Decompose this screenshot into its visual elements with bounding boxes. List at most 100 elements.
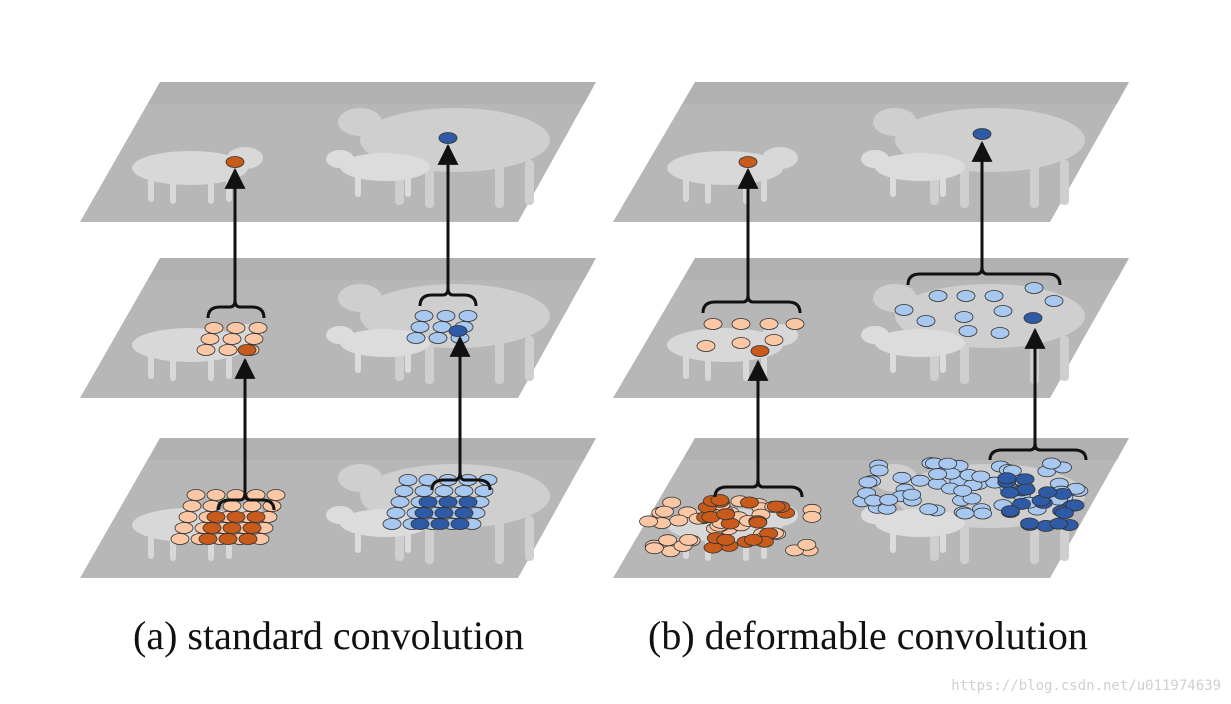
sampling-point-blue — [956, 290, 976, 302]
sampling-point-blue — [438, 132, 458, 144]
panel-a-top-plane — [80, 82, 596, 222]
sampling-point-orange — [202, 522, 222, 534]
sampling-point-blue — [973, 507, 993, 520]
sampling-point-orange — [242, 500, 262, 512]
sampling-point-blue — [984, 290, 1004, 302]
sampling-point-orange — [225, 156, 245, 168]
sampling-point-blue — [1044, 295, 1064, 307]
sampling-point-blue — [390, 496, 410, 508]
sampling-point-orange — [785, 318, 805, 330]
sampling-point-blue — [928, 290, 948, 302]
sampling-point-orange — [226, 322, 246, 334]
sampling-point-orange — [679, 533, 699, 546]
panel-a-standard — [80, 82, 596, 578]
sampling-point-orange — [743, 533, 763, 546]
panel-a-arrows — [206, 143, 492, 511]
sampling-point-blue — [1015, 473, 1035, 486]
sampling-point-orange — [710, 494, 730, 506]
sampling-point-orange — [669, 514, 689, 527]
sampling-point-blue — [1065, 499, 1085, 512]
sampling-point-orange — [238, 533, 258, 545]
sampling-point-blue — [430, 518, 450, 530]
sampling-point-blue — [436, 310, 456, 322]
sampling-point-blue — [398, 474, 418, 486]
sampling-point-orange — [178, 511, 198, 523]
sampling-point-blue — [1049, 517, 1069, 530]
sampling-point-orange — [738, 156, 758, 168]
caption-standard-convolution: (a) standard convolution — [133, 613, 524, 658]
sampling-point-blue — [993, 305, 1013, 317]
sampling-point-blue — [919, 503, 939, 516]
sampling-point-blue — [454, 485, 474, 497]
sampling-point-blue — [394, 485, 414, 497]
sampling-point-blue — [454, 507, 474, 519]
bracket-a-orange-mid — [206, 299, 266, 319]
sampling-point-blue — [1024, 282, 1044, 294]
sampling-point-blue — [410, 321, 430, 333]
sampling-point-orange — [696, 340, 716, 352]
sampling-point-blue — [953, 484, 973, 497]
sampling-point-blue — [458, 310, 478, 322]
sampling-point-orange — [170, 533, 190, 545]
sampling-point-orange — [655, 505, 674, 518]
panel-a-bottom-plane — [80, 438, 596, 578]
sampling-point-blue — [958, 325, 978, 337]
sampling-point-blue — [971, 470, 991, 483]
sampling-point-orange — [200, 333, 220, 345]
bracket-a-blue-bot — [430, 471, 492, 491]
sampling-point-blue — [1020, 517, 1039, 530]
panel-b-arrows — [701, 140, 1088, 498]
sampling-point-blue — [955, 507, 975, 520]
sampling-point-blue — [434, 507, 454, 519]
sampling-point-blue — [997, 472, 1017, 485]
sampling-point-orange — [206, 511, 226, 523]
sampling-point-orange — [226, 511, 246, 523]
sampling-point-blue — [1038, 486, 1057, 499]
sampling-point-blue — [1042, 457, 1061, 470]
sampling-point-orange — [797, 538, 817, 551]
panel-b-top-plane — [613, 82, 1129, 222]
bracket-b-orange-bot — [713, 479, 804, 498]
bracket-b-blue-bot — [988, 442, 1088, 461]
sampling-point-orange — [174, 522, 194, 534]
sampling-point-orange — [218, 533, 238, 545]
sampling-point-blue — [1000, 486, 1020, 499]
sampling-point-blue — [414, 310, 434, 322]
bracket-a-blue-mid — [418, 287, 478, 307]
sampling-point-blue — [1016, 483, 1036, 496]
sampling-point-blue — [418, 496, 438, 508]
sampling-point-orange — [748, 516, 768, 529]
sampling-point-orange — [658, 534, 678, 547]
sampling-point-blue — [458, 496, 478, 508]
sampling-point-orange — [266, 489, 286, 501]
sampling-point-orange — [759, 318, 779, 330]
sampling-point-blue — [386, 507, 406, 519]
sampling-point-blue — [990, 327, 1010, 339]
sampling-point-blue — [1000, 505, 1020, 518]
sampling-point-blue — [928, 468, 948, 480]
sampling-point-blue — [879, 493, 899, 506]
panel-a-sampling-points — [170, 132, 498, 545]
sampling-point-orange — [731, 337, 751, 349]
sampling-point-orange — [198, 533, 218, 545]
sampling-point-orange — [766, 500, 786, 513]
sampling-point-orange — [237, 344, 257, 356]
caption-deformable-convolution: (b) deformable convolution — [648, 613, 1088, 658]
sampling-point-orange — [206, 489, 226, 501]
sampling-point-orange — [222, 522, 242, 534]
sampling-point-orange — [639, 515, 658, 528]
sampling-point-blue — [1012, 498, 1031, 510]
sampling-point-orange — [644, 542, 664, 555]
sampling-point-orange — [764, 334, 784, 346]
panel-a-middle-plane — [80, 258, 596, 398]
sampling-point-orange — [703, 318, 723, 330]
sampling-point-blue — [448, 325, 468, 337]
sampling-point-blue — [869, 464, 889, 477]
sampling-point-orange — [802, 510, 822, 523]
sampling-point-orange — [246, 511, 266, 523]
sampling-point-blue — [916, 315, 936, 327]
sampling-point-blue — [938, 457, 958, 470]
sampling-point-blue — [438, 496, 458, 508]
sampling-point-blue — [892, 471, 912, 484]
